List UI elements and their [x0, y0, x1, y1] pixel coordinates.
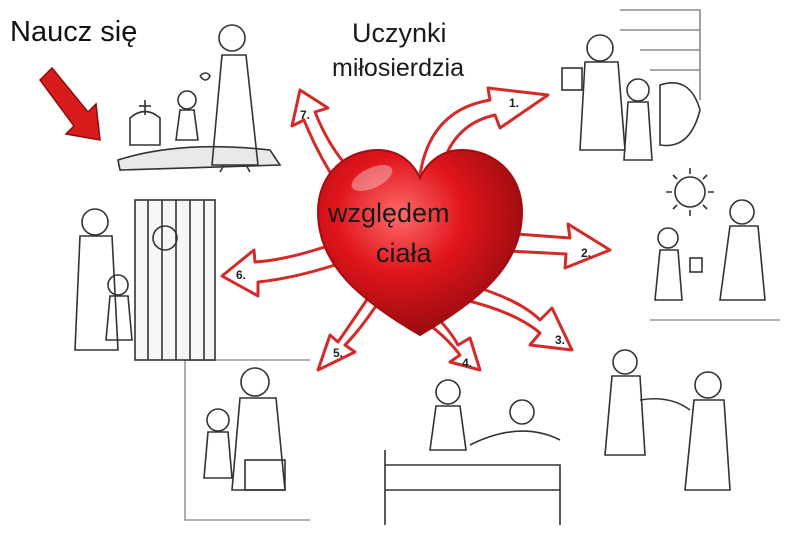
arrow-number-3: 3.	[555, 333, 566, 347]
arrow-5	[316, 293, 382, 372]
scene-clothing-naked	[604, 349, 731, 491]
scene-visiting-sick	[384, 379, 561, 525]
arrow-number-2: 2.	[581, 246, 592, 260]
cross-icon	[139, 100, 151, 115]
arrow-number-4: 4.	[462, 356, 473, 370]
arrow-number-7: 7.	[300, 108, 311, 122]
arrow-number-5: 5.	[333, 346, 344, 360]
scene-feeding-hungry	[561, 9, 701, 161]
instruction-label: Naucz się	[10, 16, 138, 48]
scene-giving-drink	[650, 168, 780, 321]
scene-burying-dead	[117, 24, 282, 173]
sun-icon	[666, 168, 714, 216]
arrow-number-6: 6.	[236, 268, 247, 282]
heart-label-line-2: ciała	[376, 238, 432, 268]
arrow-6	[220, 238, 352, 298]
title-line-2: miłosierdzia	[332, 54, 464, 82]
arrow-number-1: 1.	[509, 96, 520, 110]
arrow-1	[418, 86, 550, 177]
heart-label-line-1: względem	[328, 198, 450, 228]
title-line-1: Uczynki	[352, 18, 447, 48]
scene-visiting-prisoners	[74, 199, 216, 361]
pointer-arrow-icon	[39, 66, 101, 141]
scene-welcoming-stranger	[184, 359, 310, 521]
heart-icon	[316, 148, 524, 337]
arrow-3	[463, 283, 574, 352]
